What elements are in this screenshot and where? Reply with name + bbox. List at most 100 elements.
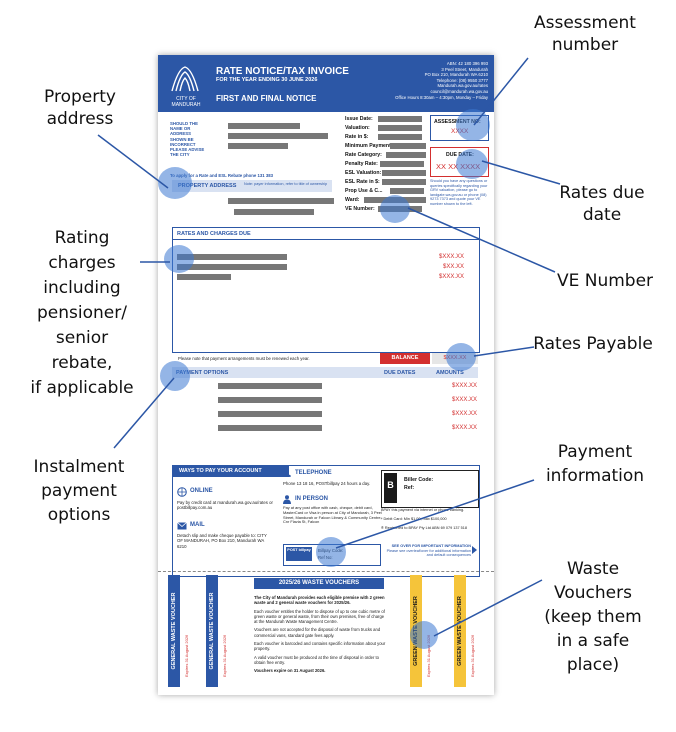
highlight-ve-number [380, 195, 410, 223]
telephone-text: Phone 13 18 16, POSTbillpay 24 hours a d… [283, 481, 371, 486]
field-value-redacted [378, 116, 422, 122]
green-waste-voucher: GREEN WASTE VOUCHER [454, 575, 466, 687]
field-ve-number: VE Number: [345, 206, 375, 212]
property-address-redacted-1 [228, 198, 334, 204]
due-date-note: Should you have any questions or queries… [430, 179, 488, 206]
rates-charges-title: RATES AND CHARGES DUE [177, 231, 251, 237]
field-rate-in-dollar: Rate in $: [345, 134, 369, 140]
charge-line-redacted [177, 264, 287, 270]
mail-icon [177, 522, 187, 530]
property-address-bar: PROPERTY ADDRESS Note: payer information… [172, 180, 332, 192]
globe-icon [177, 487, 187, 497]
waste-vouchers-title: 2025/26 WASTE VOUCHERS [254, 578, 384, 589]
instalment-amount: $XXX.XX [452, 383, 478, 389]
field-rate-category: Rate Category: [345, 152, 382, 158]
field-value-redacted [378, 134, 422, 140]
instalment-redacted [218, 397, 322, 403]
owner-name-redacted [228, 123, 300, 129]
highlight-property-address [158, 167, 192, 199]
in-person-heading: IN PERSON [295, 496, 329, 502]
rates-charges-section: RATES AND CHARGES DUE $XXX.XX $XX.XX $XX… [172, 227, 480, 353]
highlight-instalments [160, 361, 190, 391]
general-waste-voucher: GENERAL WASTE VOUCHER [206, 575, 218, 687]
arrow-right-icon [472, 546, 477, 554]
highlight-assessment-number [456, 109, 490, 141]
payment-options-label: PAYMENT OPTIONS [176, 370, 229, 376]
bpay-box: B Biller Code: Ref: [381, 470, 479, 508]
amounts-label: AMOUNTS [436, 370, 464, 376]
final-notice-label: FIRST AND FINAL NOTICE [216, 94, 317, 103]
field-value-redacted [380, 161, 424, 167]
bpay-minimum: * Debit Card: Min $1.00, max $100,000 [381, 517, 447, 521]
ways-to-pay-title: WAYS TO PAY YOUR ACCOUNT [173, 466, 289, 477]
payment-options-header: PAYMENT OPTIONS DUE DATES AMOUNTS [172, 367, 478, 378]
property-address-label: PROPERTY ADDRESS [178, 183, 237, 189]
waste-vouchers-text: The City of Mandurah provides each eligi… [254, 595, 386, 674]
owner-address-redacted [228, 133, 328, 139]
charge-amount: $XXX.XX [439, 254, 465, 260]
voucher-divider [158, 571, 494, 572]
postbillpay-logo: POST billpay [286, 547, 312, 561]
field-value-redacted [382, 179, 426, 185]
biller-code-label: Biller Code: [404, 477, 434, 483]
field-minimum-payment: Minimum Payment: [345, 143, 393, 149]
callout-rates-payable: Rates Payable [533, 334, 653, 354]
online-text: Pay by credit card at mandurah.wa.gov.au… [177, 500, 273, 511]
charge-amount: $XXX.XX [439, 274, 465, 280]
property-address-redacted-2 [234, 209, 314, 215]
bpay-registration: ® Registered to BPAY Pty Ltd ABN 69 079 … [381, 526, 467, 530]
field-issue-date: Issue Date: [345, 116, 373, 122]
general-waste-voucher: GENERAL WASTE VOUCHER [168, 575, 180, 687]
charge-line-redacted [177, 254, 287, 260]
instalment-redacted [218, 411, 322, 417]
owner-suburb-redacted [228, 143, 288, 149]
instalment-amount: $XXX.XX [452, 397, 478, 403]
person-icon [283, 495, 291, 504]
highlight-due-date [456, 149, 488, 179]
voucher-expiry: Expires 31 August 2026 [222, 634, 227, 677]
notice-subtitle: FOR THE YEAR ENDING 30 JUNE 2026 [216, 77, 318, 83]
due-dates-label: DUE DATES [384, 370, 416, 376]
charge-amount: $XX.XX [443, 264, 465, 270]
mail-text: Detach slip and make cheque payable to: … [177, 533, 267, 549]
instalment-redacted [218, 425, 322, 431]
field-prop-use: Prop Use & C... [345, 188, 383, 194]
field-value-redacted [390, 188, 424, 194]
balance-label: BALANCE [380, 353, 430, 364]
mail-heading: MAIL [190, 522, 205, 528]
bpay-logo-icon: B [384, 473, 397, 503]
highlight-rates-payable [446, 343, 476, 371]
highlight-rating-charges [164, 245, 194, 273]
instalment-amount: $XXX.XX [452, 411, 478, 417]
in-person-text: Pay at any post office with cash, cheque… [283, 505, 382, 525]
online-heading: ONLINE [190, 488, 213, 494]
field-value-redacted [386, 152, 426, 158]
field-ward: Ward: [345, 197, 360, 203]
callout-ve-number: VE Number [556, 271, 654, 291]
phone-icon [284, 470, 291, 478]
voucher-expiry: Expires 31 August 2026 [470, 634, 475, 677]
highlight-waste-vouchers [410, 621, 438, 649]
biller-ref-label: Ref: [404, 485, 415, 491]
voucher-expiry: Expires 31 August 2026 [184, 634, 189, 677]
bpay-text: BPAY this payment via internet or phone … [381, 508, 465, 512]
rebate-note: To apply for a Rate and ESL Rebate phone… [170, 173, 273, 178]
instalment-amount: $XXX.XX [452, 425, 478, 431]
field-esl-valuation: ESL Valuation: [345, 170, 382, 176]
property-address-note: Note: payer information, refer to title … [244, 182, 328, 186]
field-penalty-rate: Penalty Rate: [345, 161, 378, 167]
charge-line-redacted [177, 274, 231, 280]
